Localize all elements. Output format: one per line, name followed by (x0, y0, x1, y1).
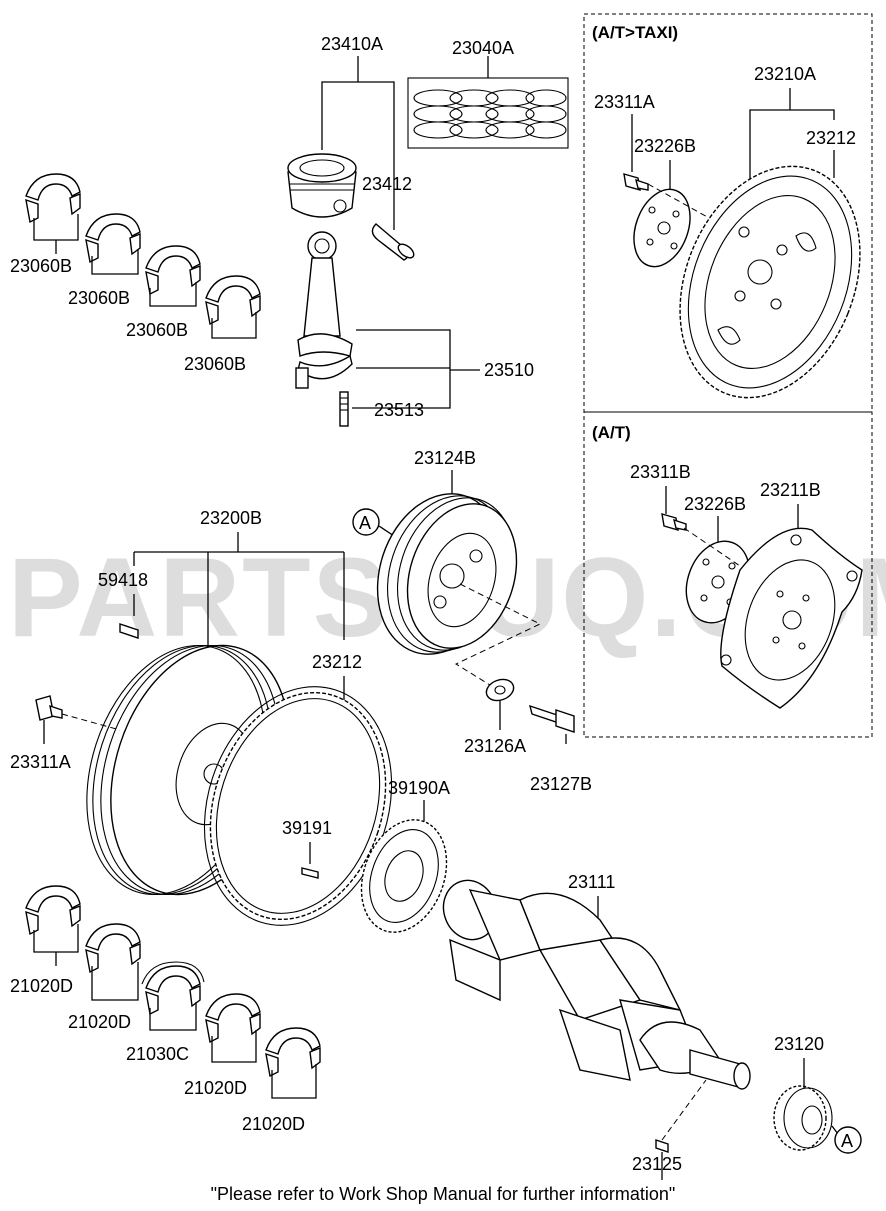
label-23125[interactable]: 23125 (632, 1154, 682, 1174)
sprocket-part[interactable] (773, 1085, 833, 1151)
label-39191[interactable]: 39191 (282, 818, 332, 838)
bearing-part-1[interactable] (25, 173, 81, 224)
bearing-part-4[interactable] (205, 275, 261, 326)
main-bearing-part-2[interactable] (85, 923, 141, 974)
label-23060B-2[interactable]: 23060B (68, 288, 130, 308)
bearing-part-2[interactable] (85, 213, 141, 264)
conrod-bolt-part[interactable] (339, 391, 349, 427)
label-23412[interactable]: 23412 (362, 174, 412, 194)
key-part[interactable] (655, 1139, 669, 1153)
label-23510[interactable]: 23510 (484, 360, 534, 380)
pin-part[interactable] (119, 623, 139, 639)
sensor-wheel-part[interactable] (347, 808, 462, 944)
conrod-part[interactable] (295, 231, 353, 389)
bearing-part-3[interactable] (145, 245, 201, 296)
label-23060B-3[interactable]: 23060B (126, 320, 188, 340)
at-drive-plate-part[interactable] (720, 527, 863, 709)
label-23060B-4[interactable]: 23060B (184, 354, 246, 374)
label-23120[interactable]: 23120 (774, 1034, 824, 1054)
svg-text:A: A (841, 1131, 853, 1151)
label-taxi-23212[interactable]: 23212 (806, 128, 856, 148)
label-21020D-4[interactable]: 21020D (242, 1114, 305, 1134)
label-21030C[interactable]: 21030C (126, 1044, 189, 1064)
label-21020D-3[interactable]: 21020D (184, 1078, 247, 1098)
screw-part[interactable] (301, 867, 319, 879)
label-at-23211B[interactable]: 23211B (760, 480, 821, 500)
label-23060B-1[interactable]: 23060B (10, 256, 72, 276)
label-taxi-23311A[interactable]: 23311A (594, 92, 655, 112)
label-59418[interactable]: 59418 (98, 570, 148, 590)
callout-a-top[interactable]: A (352, 508, 380, 536)
crankshaft-part[interactable] (435, 873, 751, 1090)
taxi-drive-plate-part[interactable] (647, 139, 886, 424)
label-taxi-23226B[interactable]: 23226B (634, 136, 696, 156)
flywheel-bolt-part[interactable] (35, 695, 63, 721)
main-bearing-part-1[interactable] (25, 885, 81, 936)
piston-pin-part[interactable] (371, 223, 416, 261)
taxi-plate-part[interactable] (624, 182, 700, 275)
label-at-23311B[interactable]: 23311B (630, 462, 691, 482)
label-23311A[interactable]: 23311A (10, 752, 71, 772)
label-21020D-2[interactable]: 21020D (68, 1012, 131, 1032)
label-23513[interactable]: 23513 (374, 400, 424, 420)
label-39190A[interactable]: 39190A (388, 778, 450, 798)
main-bearing-part-4[interactable] (265, 1027, 321, 1078)
pulley-bolt-part[interactable] (529, 704, 575, 733)
piston-part[interactable] (287, 153, 357, 218)
label-23410A[interactable]: 23410A (321, 34, 383, 54)
label-23212[interactable]: 23212 (312, 652, 362, 672)
ring-set-part[interactable] (407, 77, 569, 149)
main-bearing-part-3[interactable] (205, 993, 261, 1044)
footer-note: "Please refer to Work Shop Manual for fu… (211, 1184, 676, 1204)
label-23124B[interactable]: 23124B (414, 448, 476, 468)
taxi-box-header: (A/T>TAXI) (592, 23, 678, 42)
label-23126A[interactable]: 23126A (464, 736, 526, 756)
svg-text:A: A (359, 513, 371, 533)
taxi-bolt-part[interactable] (623, 173, 649, 191)
callout-a-bottom[interactable]: A (834, 1126, 862, 1154)
at-option-box (583, 411, 873, 738)
label-taxi-23210A[interactable]: 23210A (754, 64, 816, 84)
ring-gear-part[interactable] (175, 662, 422, 950)
washer-part[interactable] (483, 676, 516, 704)
at-bolt-part[interactable] (661, 513, 687, 531)
thrust-bearing-part[interactable] (141, 961, 205, 1016)
label-23127B[interactable]: 23127B (530, 774, 592, 794)
label-23111[interactable]: 23111 (568, 872, 615, 892)
label-at-23226B[interactable]: 23226B (684, 494, 746, 514)
label-21020D-1[interactable]: 21020D (10, 976, 73, 996)
label-23200B[interactable]: 23200B (200, 508, 262, 528)
pulley-part[interactable] (358, 477, 535, 670)
at-box-header: (A/T) (592, 423, 631, 442)
label-23040A[interactable]: 23040A (452, 38, 514, 58)
